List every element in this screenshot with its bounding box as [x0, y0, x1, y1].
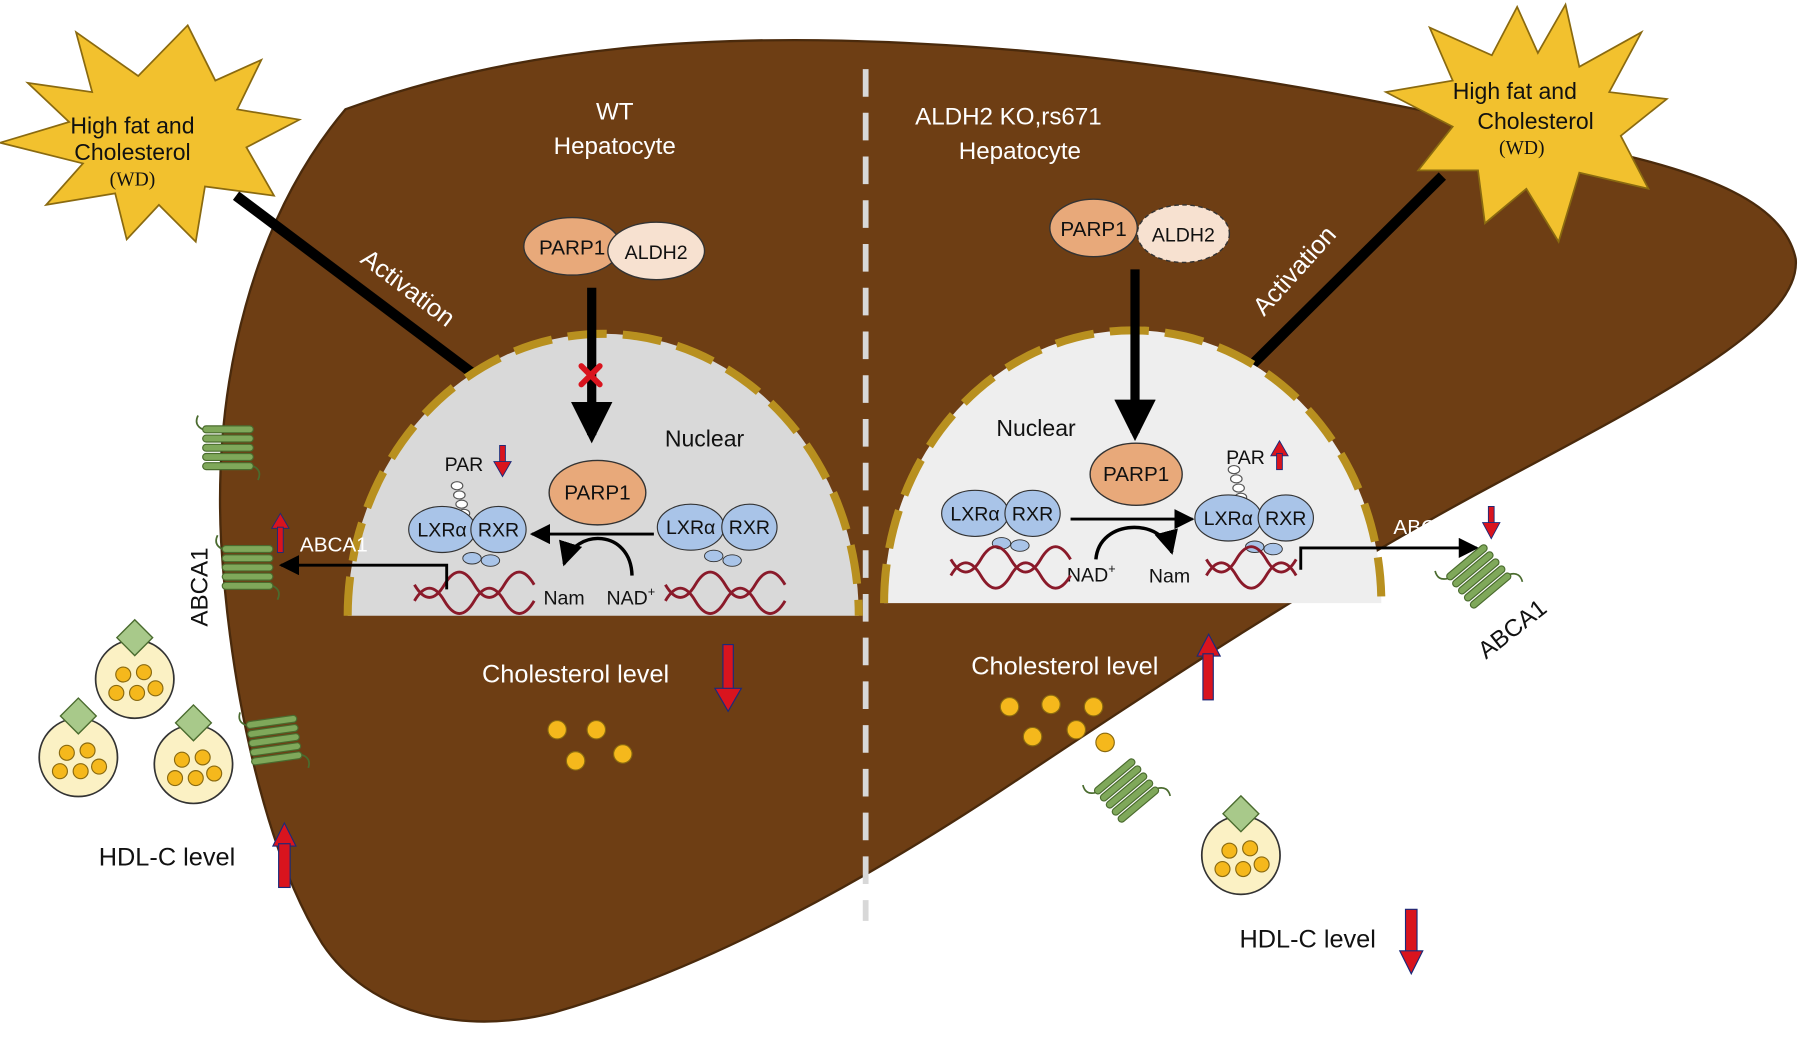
par-up-arrow-right — [1270, 439, 1289, 471]
abca1-arrow-label-right: ABCA1 — [1393, 516, 1461, 539]
right-title-2: Hepatocyte — [959, 138, 1081, 165]
cholesterol-dots-left — [547, 719, 633, 771]
nam-label-left: Nam — [543, 587, 584, 609]
cholesterol-label-right: Cholesterol level — [971, 653, 1158, 681]
parp1-nuclear-right — [1089, 442, 1183, 507]
abca1-membrane-label-left: ABCA1 — [186, 547, 213, 626]
left-title-2: Hepatocyte — [554, 133, 676, 160]
abca1-arrow-label-left: ABCA1 — [300, 533, 368, 556]
rxr-label-left-a: RXR — [478, 519, 519, 541]
stimulus-text-right-2: Cholesterol — [1477, 108, 1593, 134]
hdl-particle-right-1 — [1200, 795, 1281, 896]
abca1-down-arrow-right — [1481, 506, 1501, 540]
abca1-membrane-protein-right-2 — [1080, 744, 1173, 837]
dna-helix-right-b — [1205, 545, 1298, 590]
cholesterol-up-arrow-right — [1196, 632, 1222, 701]
rxr-label-right-b: RXR — [1265, 508, 1306, 530]
par-label-left: PAR — [445, 454, 484, 476]
rxr-receptor-left-a — [470, 505, 527, 554]
rxr-receptor-left-b — [721, 503, 778, 551]
hdl-down-arrow-right — [1398, 908, 1424, 976]
hdl-up-arrow-left — [271, 821, 297, 889]
par-down-arrow-left — [493, 444, 512, 478]
stimulus-text-right-3: (WD) — [1499, 138, 1545, 159]
right-title-1: ALDH2 KO,rs671 — [915, 103, 1102, 130]
blocked-x-icon — [578, 363, 603, 388]
hdl-label-left: HDL-C level — [99, 844, 235, 872]
par-label-right: PAR — [1226, 447, 1265, 469]
dna-binding-feet-left-a — [462, 552, 501, 567]
parp1-cytoplasm-right — [1049, 198, 1139, 258]
stimulus-text-left-1: High fat and — [70, 113, 194, 139]
aldh2-cytoplasm-left — [607, 221, 706, 281]
nad-label-left: NAD+ — [607, 585, 656, 609]
nam-label-right: Nam — [1149, 565, 1190, 587]
parp1-nuclear-right-label: PARP1 — [1103, 463, 1169, 486]
lxr-label-left-a: LXRα — [417, 519, 466, 541]
abca1-membrane-protein-right-1 — [1433, 530, 1525, 623]
rxr-receptor-right-b — [1257, 494, 1314, 542]
dna-helix-left-b — [664, 570, 787, 615]
abca1-transcription-arrow-right — [1299, 537, 1479, 570]
dna-binding-feet-right-a — [991, 537, 1030, 552]
nucleus-label-right: Nuclear — [996, 415, 1076, 441]
lxr-label-right-a: LXRα — [950, 503, 999, 525]
rxr-label-left-b: RXR — [729, 517, 770, 539]
stimulus-text-left-3: (WD) — [110, 169, 156, 190]
cholesterol-down-arrow-left — [713, 644, 743, 713]
parp1-nuclear-left — [548, 459, 647, 526]
aldh2-cytoplasm-left-label: ALDH2 — [625, 242, 688, 264]
parp1-cytoplasm-left-label: PARP1 — [539, 236, 605, 259]
stimulus-starburst-left — [0, 23, 303, 244]
dna-binding-feet-left-b — [704, 549, 742, 567]
dna-helix-left-a — [413, 570, 536, 615]
lxr-label-left-b: LXRα — [666, 517, 715, 539]
abca1-membrane-label-right: ABCA1 — [1473, 594, 1552, 664]
dna-helix-right-a — [949, 545, 1072, 590]
abca1-up-arrow-left — [270, 512, 290, 553]
hdl-particle-left-1 — [94, 618, 175, 720]
stimulus-starburst-right — [1383, 2, 1669, 244]
hdl-label-right: HDL-C level — [1239, 925, 1375, 953]
nad-conversion-arrow-left — [559, 536, 634, 576]
parp1-cytoplasm-right-label: PARP1 — [1060, 218, 1126, 241]
abca1-transcription-arrow-left — [278, 555, 449, 590]
left-title-1: WT — [596, 99, 634, 126]
hdl-particle-left-3 — [153, 704, 234, 805]
nad-conversion-arrow-right — [1094, 525, 1178, 560]
parp1-nuclear-left-label: PARP1 — [564, 482, 630, 505]
rxr-label-right-a: RXR — [1012, 503, 1053, 525]
stimulus-text-left-2: Cholesterol — [74, 139, 190, 165]
nucleus-label-left: Nuclear — [665, 426, 745, 452]
nuclear-envelope-left — [343, 329, 863, 616]
rxr-receptor-right-a — [1004, 489, 1061, 537]
aldh2-cytoplasm-right-label: ALDH2 — [1152, 225, 1215, 247]
lxr-label-right-b: LXRα — [1204, 508, 1253, 530]
cholesterol-dots-right — [999, 694, 1115, 753]
nad-label-right: NAD+ — [1067, 562, 1116, 586]
aldh2-cytoplasm-right — [1136, 204, 1231, 264]
hdl-particle-left-2 — [38, 697, 119, 798]
cholesterol-label-left: Cholesterol level — [482, 661, 669, 689]
stimulus-text-right-1: High fat and — [1453, 78, 1577, 104]
